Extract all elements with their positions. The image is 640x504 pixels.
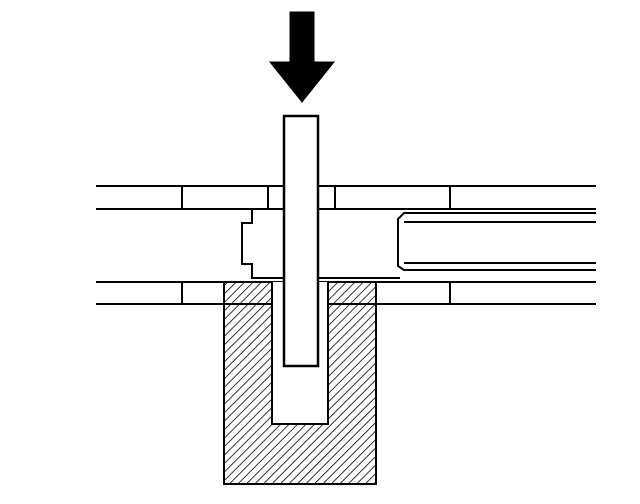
upper-plate <box>96 185 596 210</box>
press-down-arrow-icon <box>268 11 336 103</box>
bushing <box>241 209 400 279</box>
right-sleeve <box>397 212 596 271</box>
press-pin <box>282 114 320 368</box>
